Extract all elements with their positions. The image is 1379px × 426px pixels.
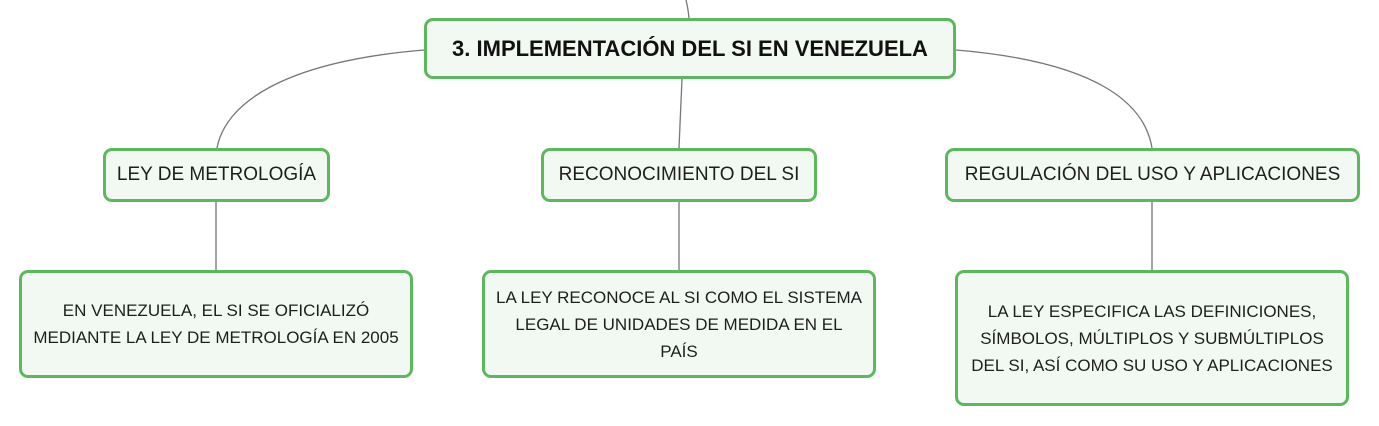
detail-reconocimiento-del-si[interactable]: LA LEY RECONOCE AL SI COMO EL SISTEMA LE… (482, 270, 876, 378)
topic-label: LEY DE METROLOGÍA (116, 164, 317, 185)
detail-ley-de-metrologia[interactable]: EN VENEZUELA, EL SI SE OFICIALIZÓ MEDIAN… (19, 270, 413, 378)
detail-regulacion-del-uso[interactable]: LA LEY ESPECIFICA LAS DEFINICIONES, SÍMB… (955, 270, 1349, 406)
connector-root-to-topic-1 (216, 49, 425, 149)
topic-ley-de-metrologia[interactable]: LEY DE METROLOGÍA (103, 148, 330, 202)
connector-root-to-topic-3 (955, 49, 1153, 149)
detail-text: LA LEY ESPECIFICA LAS DEFINICIONES, SÍMB… (971, 301, 1333, 375)
root-topic[interactable]: 3. IMPLEMENTACIÓN DEL SI EN VENEZUELA (424, 18, 956, 79)
topic-regulacion-del-uso[interactable]: REGULACIÓN DEL USO Y APLICACIONES (945, 148, 1360, 202)
detail-text: EN VENEZUELA, EL SI SE OFICIALIZÓ MEDIAN… (33, 301, 399, 347)
connector-root-to-topic-2 (678, 78, 683, 149)
detail-text: LA LEY RECONOCE AL SI COMO EL SISTEMA LE… (496, 287, 862, 361)
topic-label: RECONOCIMIENTO DEL SI (558, 164, 800, 185)
connector-parent-root (685, 0, 690, 19)
topic-reconocimiento-del-si[interactable]: RECONOCIMIENTO DEL SI (541, 148, 817, 202)
root-topic-label: 3. IMPLEMENTACIÓN DEL SI EN VENEZUELA (452, 35, 928, 61)
topic-label: REGULACIÓN DEL USO Y APLICACIONES (964, 164, 1341, 185)
